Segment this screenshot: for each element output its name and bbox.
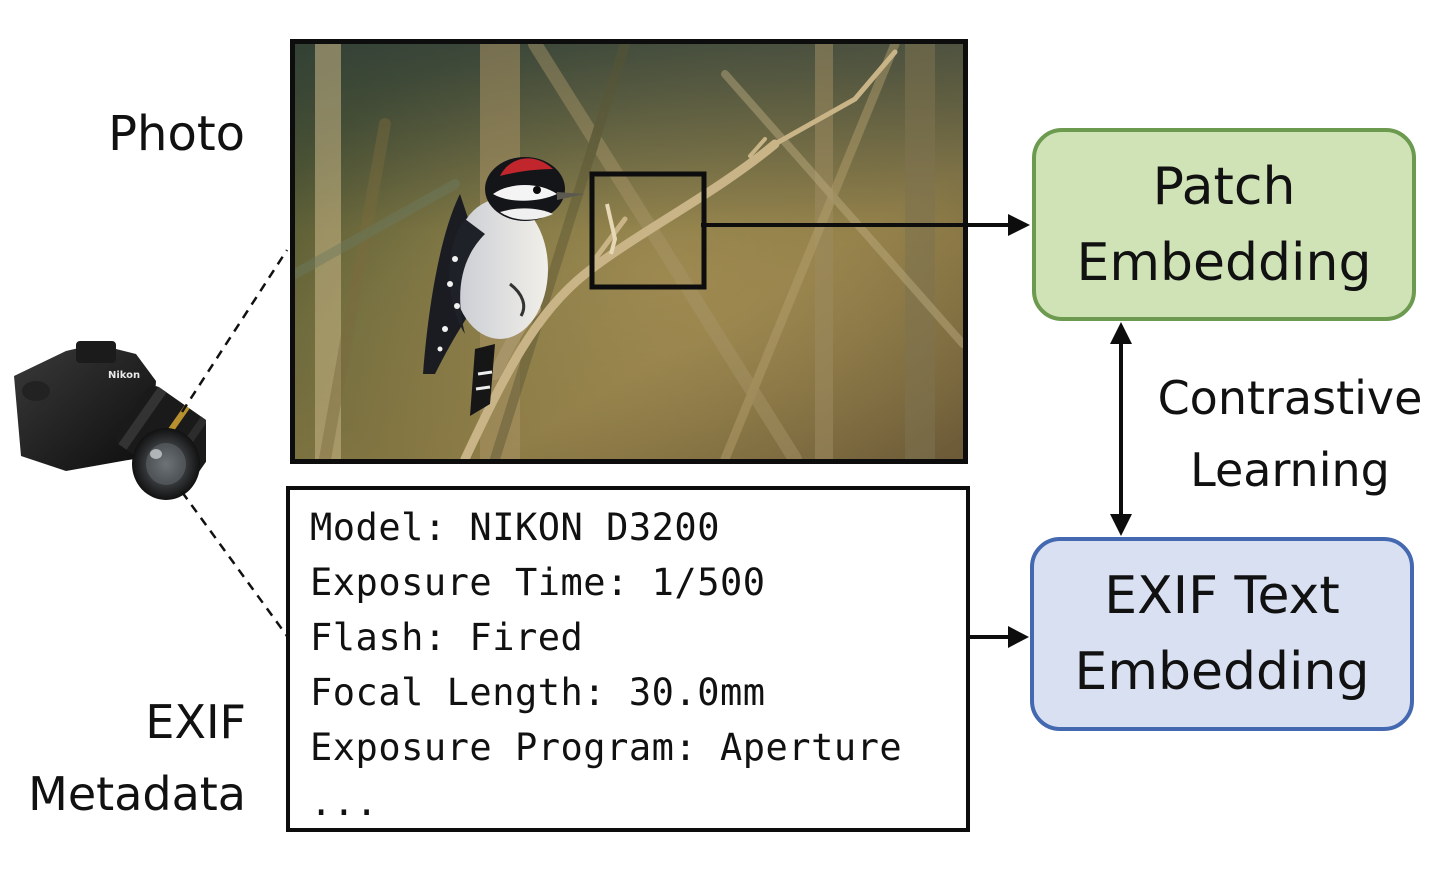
contrastive-label-line1: Contrastive: [1157, 371, 1423, 425]
exif-embedding-line1: EXIF Text: [1104, 566, 1340, 626]
patch-embedding-line1: Patch: [1152, 156, 1296, 217]
exif-line-exposure-program: Exposure Program: Aperture: [310, 726, 903, 769]
contrastive-learning-label: Contrastive Learning: [1140, 362, 1440, 506]
photo-label: Photo: [108, 106, 245, 162]
patch-embedding-box: Patch Embedding: [1032, 128, 1416, 321]
exif-metadata-box: Model: NIKON D3200 Exposure Time: 1/500 …: [286, 486, 970, 832]
contrastive-label-line2: Learning: [1190, 443, 1390, 497]
patch-embedding-line2: Embedding: [1076, 232, 1372, 293]
exif-label-line2: Metadata: [28, 767, 246, 821]
exif-text-embedding-box: EXIF Text Embedding: [1030, 537, 1414, 731]
exif-line-ellipsis: ...: [310, 781, 379, 824]
svg-text:Nikon: Nikon: [108, 370, 140, 381]
exif-label-line1: EXIF: [145, 695, 246, 749]
exif-line-focal-length: Focal Length: 30.0mm: [310, 671, 766, 714]
exif-embedding-line2: Embedding: [1074, 642, 1370, 702]
camera-icon: Nikon: [6, 336, 222, 515]
patch-arrow-head: [1008, 214, 1030, 236]
exif-arrow-head: [1008, 626, 1029, 648]
woodpecker: [423, 157, 585, 416]
woodpecker-photo: [295, 44, 963, 459]
exif-line-model: Model: NIKON D3200: [310, 506, 720, 549]
patch-selection-box: [589, 171, 707, 290]
contrastive-arrow-head-up: [1110, 322, 1132, 344]
contrastive-arrow-head-down: [1110, 514, 1132, 536]
exif-line-flash: Flash: Fired: [310, 616, 584, 659]
exif-metadata-label: EXIF Metadata: [10, 686, 246, 830]
exif-line-exposure-time: Exposure Time: 1/500: [310, 561, 766, 604]
bird-photo: [290, 39, 968, 464]
